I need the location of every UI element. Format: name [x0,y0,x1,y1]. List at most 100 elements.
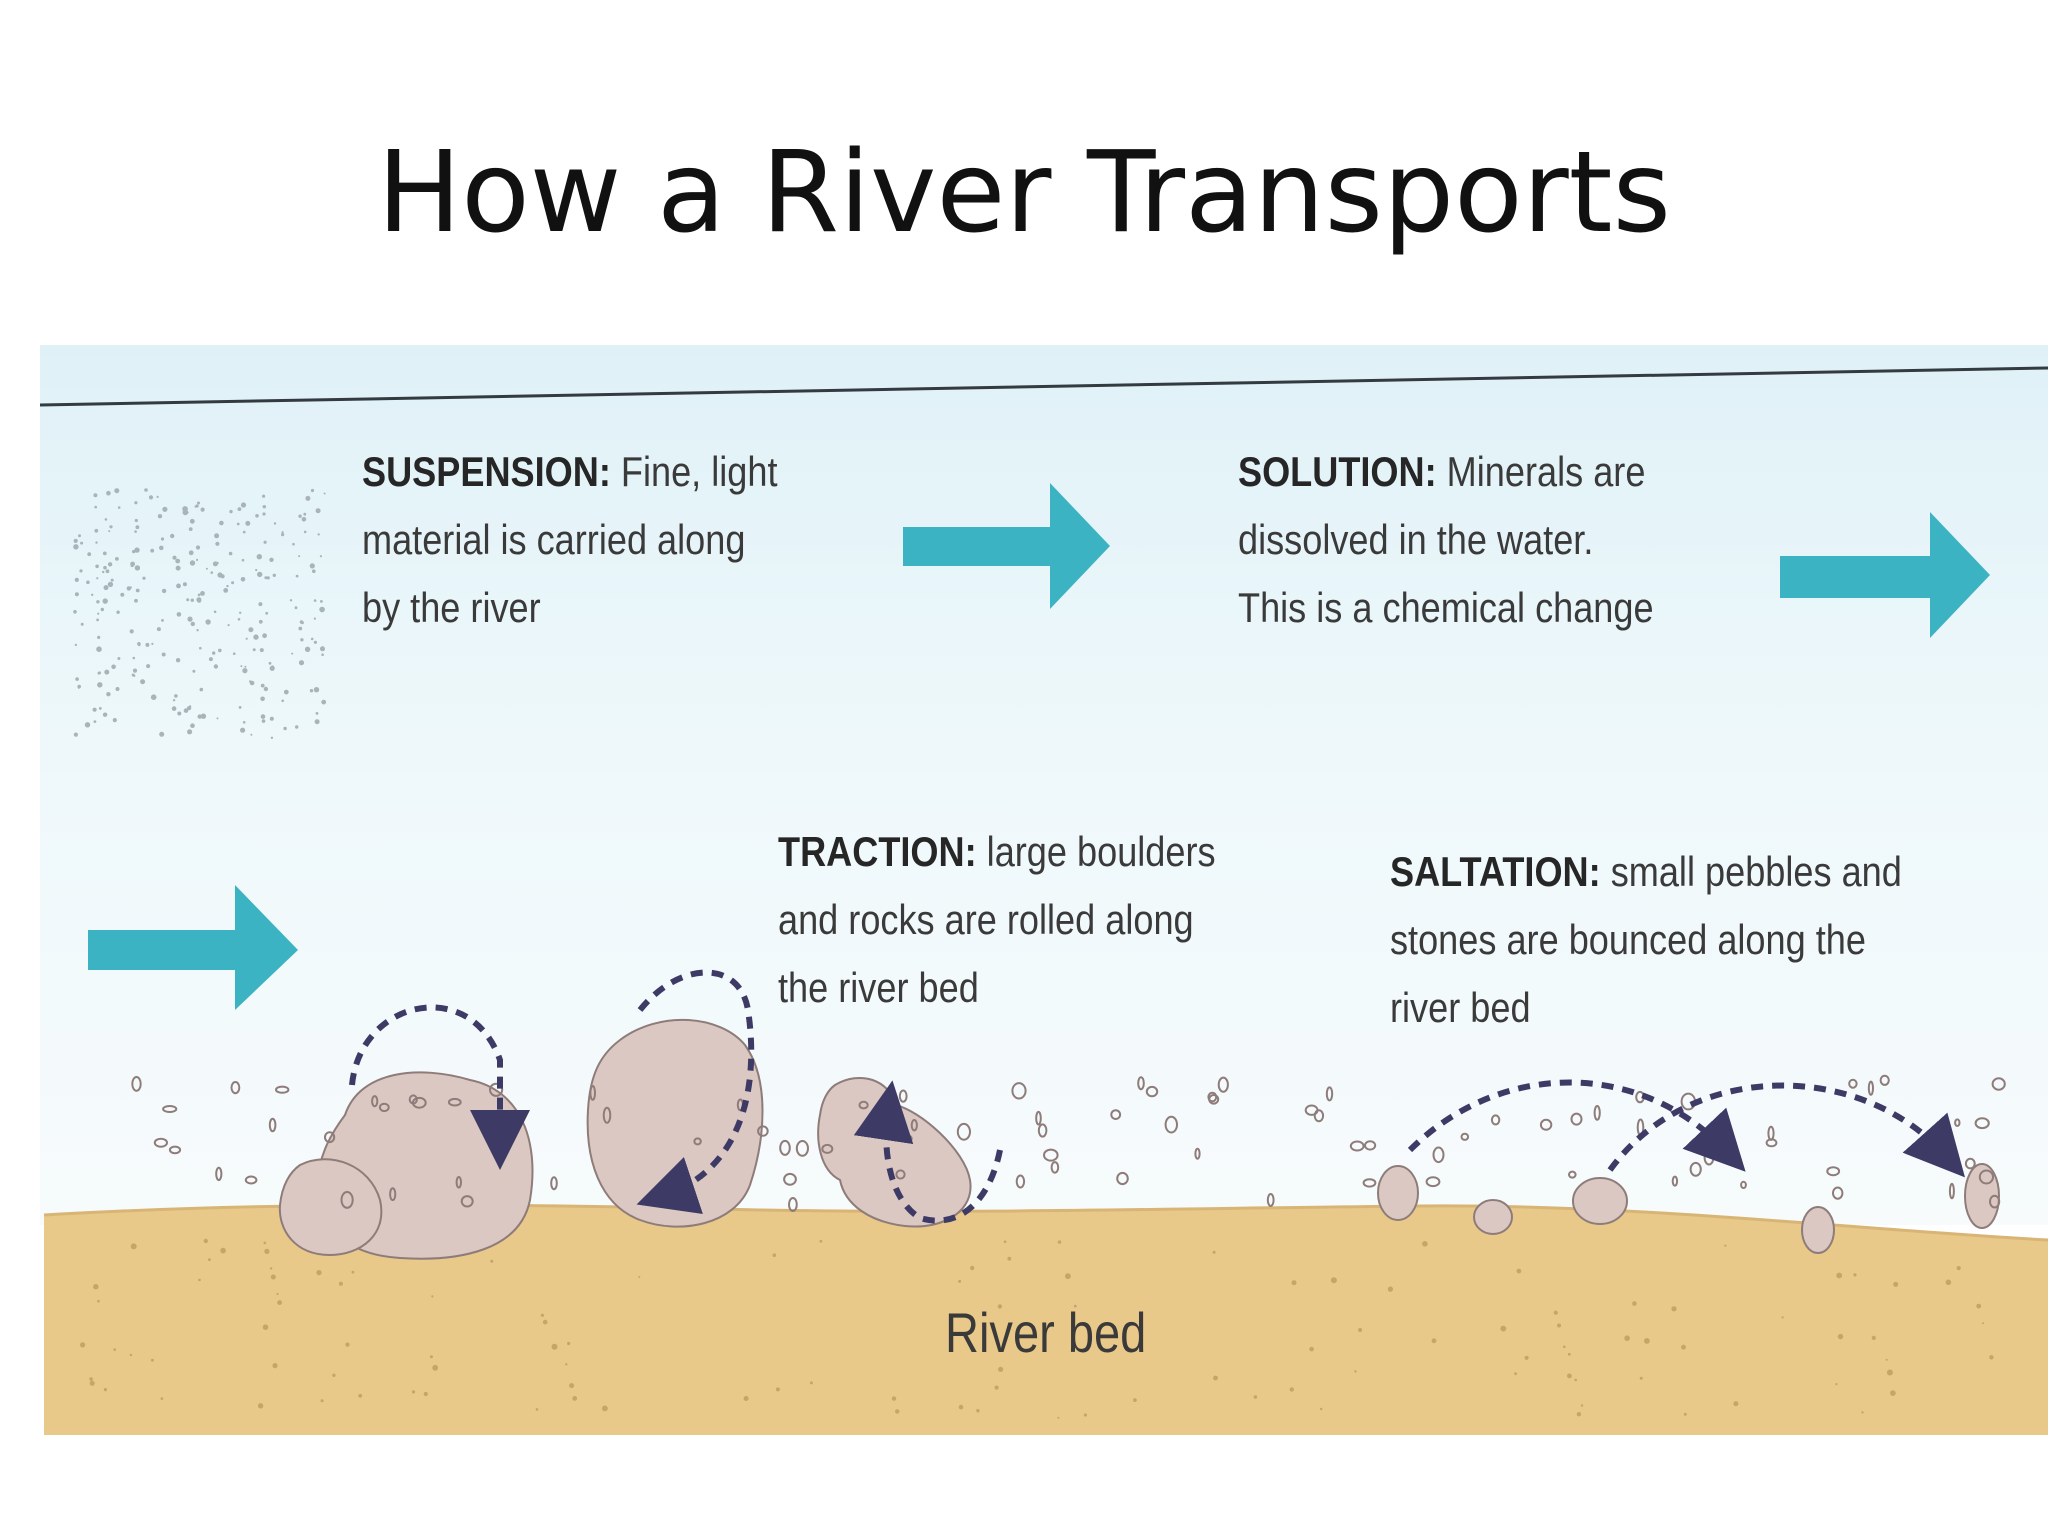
bed-grain [80,1342,86,1348]
bed-grain [958,1404,964,1410]
gravel-stone [131,1076,142,1092]
saltation-term: SALTATION: [1390,848,1601,895]
suspension-label: SUSPENSION: Fine, light material is carr… [362,438,778,642]
bed-grain [151,1358,154,1362]
suspended-particle [137,643,141,647]
bed-grain [130,1243,137,1250]
suspended-particle [110,578,114,582]
suspended-particle [150,694,157,700]
bed-grain [1330,1277,1337,1284]
suspended-particle [281,531,284,534]
suspended-particle [73,544,79,550]
suspended-particle [226,584,229,588]
bed-grain [1422,1241,1428,1247]
suspended-particle [205,619,211,625]
suspended-particle [94,505,97,509]
bed-grain [269,1267,273,1270]
suspended-particle [132,656,136,660]
suspended-particle [195,558,199,562]
bed-grain [1133,1398,1137,1402]
bed-grain [1624,1335,1630,1341]
suspended-particle [196,629,199,632]
suspended-particle [134,518,138,523]
suspended-particle [142,576,146,580]
suspended-particle [188,527,193,531]
suspended-particle [313,617,316,620]
suspended-particle [156,495,159,498]
suspended-particle [245,637,248,640]
gravel-stone [956,1122,972,1141]
bed-grain [1681,1344,1686,1350]
gravel-stone [371,1095,379,1108]
bed-grain [1837,1333,1844,1340]
suspended-particle [95,564,99,569]
bed-grain [638,1276,641,1278]
pebble [1572,1177,1628,1225]
gravel-stone [1194,1147,1201,1160]
bed-grain [1073,1304,1077,1308]
gravel-stone [1364,1140,1377,1151]
gravel-stone [895,1169,906,1180]
gravel-stone [1116,1171,1129,1186]
suspended-particle [144,488,148,492]
suspended-particle [134,530,137,533]
suspended-particle [140,679,146,685]
suspended-particle [263,686,269,692]
bed-grain [1057,1240,1062,1244]
rolling-path [349,1004,530,1170]
bed-grain [262,1324,269,1330]
suspended-particle [240,665,243,668]
gravel-stone [324,1131,336,1144]
gravel-stone [244,1175,258,1185]
bed-grain [1683,1412,1687,1416]
suspended-particle [102,570,105,574]
suspended-particle [93,493,98,498]
suspended-particle [102,551,107,556]
bed-grain [316,1270,322,1276]
bed-grain [1003,1240,1007,1243]
bed-grain [1632,1301,1637,1306]
suspended-particle [195,545,201,550]
gravel-stone [1313,1109,1325,1123]
suspended-particle [255,514,259,518]
suspended-particle [212,651,216,655]
suspended-particle [183,708,189,713]
gravel-stone [821,1143,834,1154]
suspended-particle [321,699,327,705]
bed-grain [1644,1338,1650,1344]
bed-grain [1557,1323,1561,1328]
pebble [1801,1206,1835,1254]
suspended-particle [298,626,303,631]
suspended-particle [263,540,267,544]
gravel-stone [340,1191,354,1209]
suspended-particle [309,563,315,569]
suspended-particle [161,652,166,657]
bed-grain [540,1313,545,1317]
suspended-particle [238,706,242,709]
suspended-particle [320,600,323,603]
bed-grain [276,1292,279,1296]
suspended-particle [106,692,111,697]
gravel-stone [1015,1174,1026,1189]
bed-grain [1733,1401,1739,1407]
suspended-particle [106,490,111,496]
suspended-particle [200,591,205,596]
gravel-stone [447,1097,462,1107]
suspended-particle [270,736,274,739]
suspended-particle [272,573,276,577]
suspended-particle [134,501,138,505]
bed-grain [976,1409,980,1413]
gravel-stone [1593,1105,1601,1121]
gravel-stone [1266,1193,1275,1207]
solution-label: SOLUTION: Minerals are dissolved in the … [1238,438,1654,642]
suspended-particle [258,619,263,624]
bed-grain [809,1381,813,1385]
gravel-stone [1011,1082,1027,1100]
suspended-particle [239,611,242,614]
bed-grain [998,1366,1004,1372]
gravel-stone [1948,1182,1955,1200]
bed-grain [208,1258,211,1262]
suspended-particle [242,530,246,534]
suspended-particle [229,509,233,514]
